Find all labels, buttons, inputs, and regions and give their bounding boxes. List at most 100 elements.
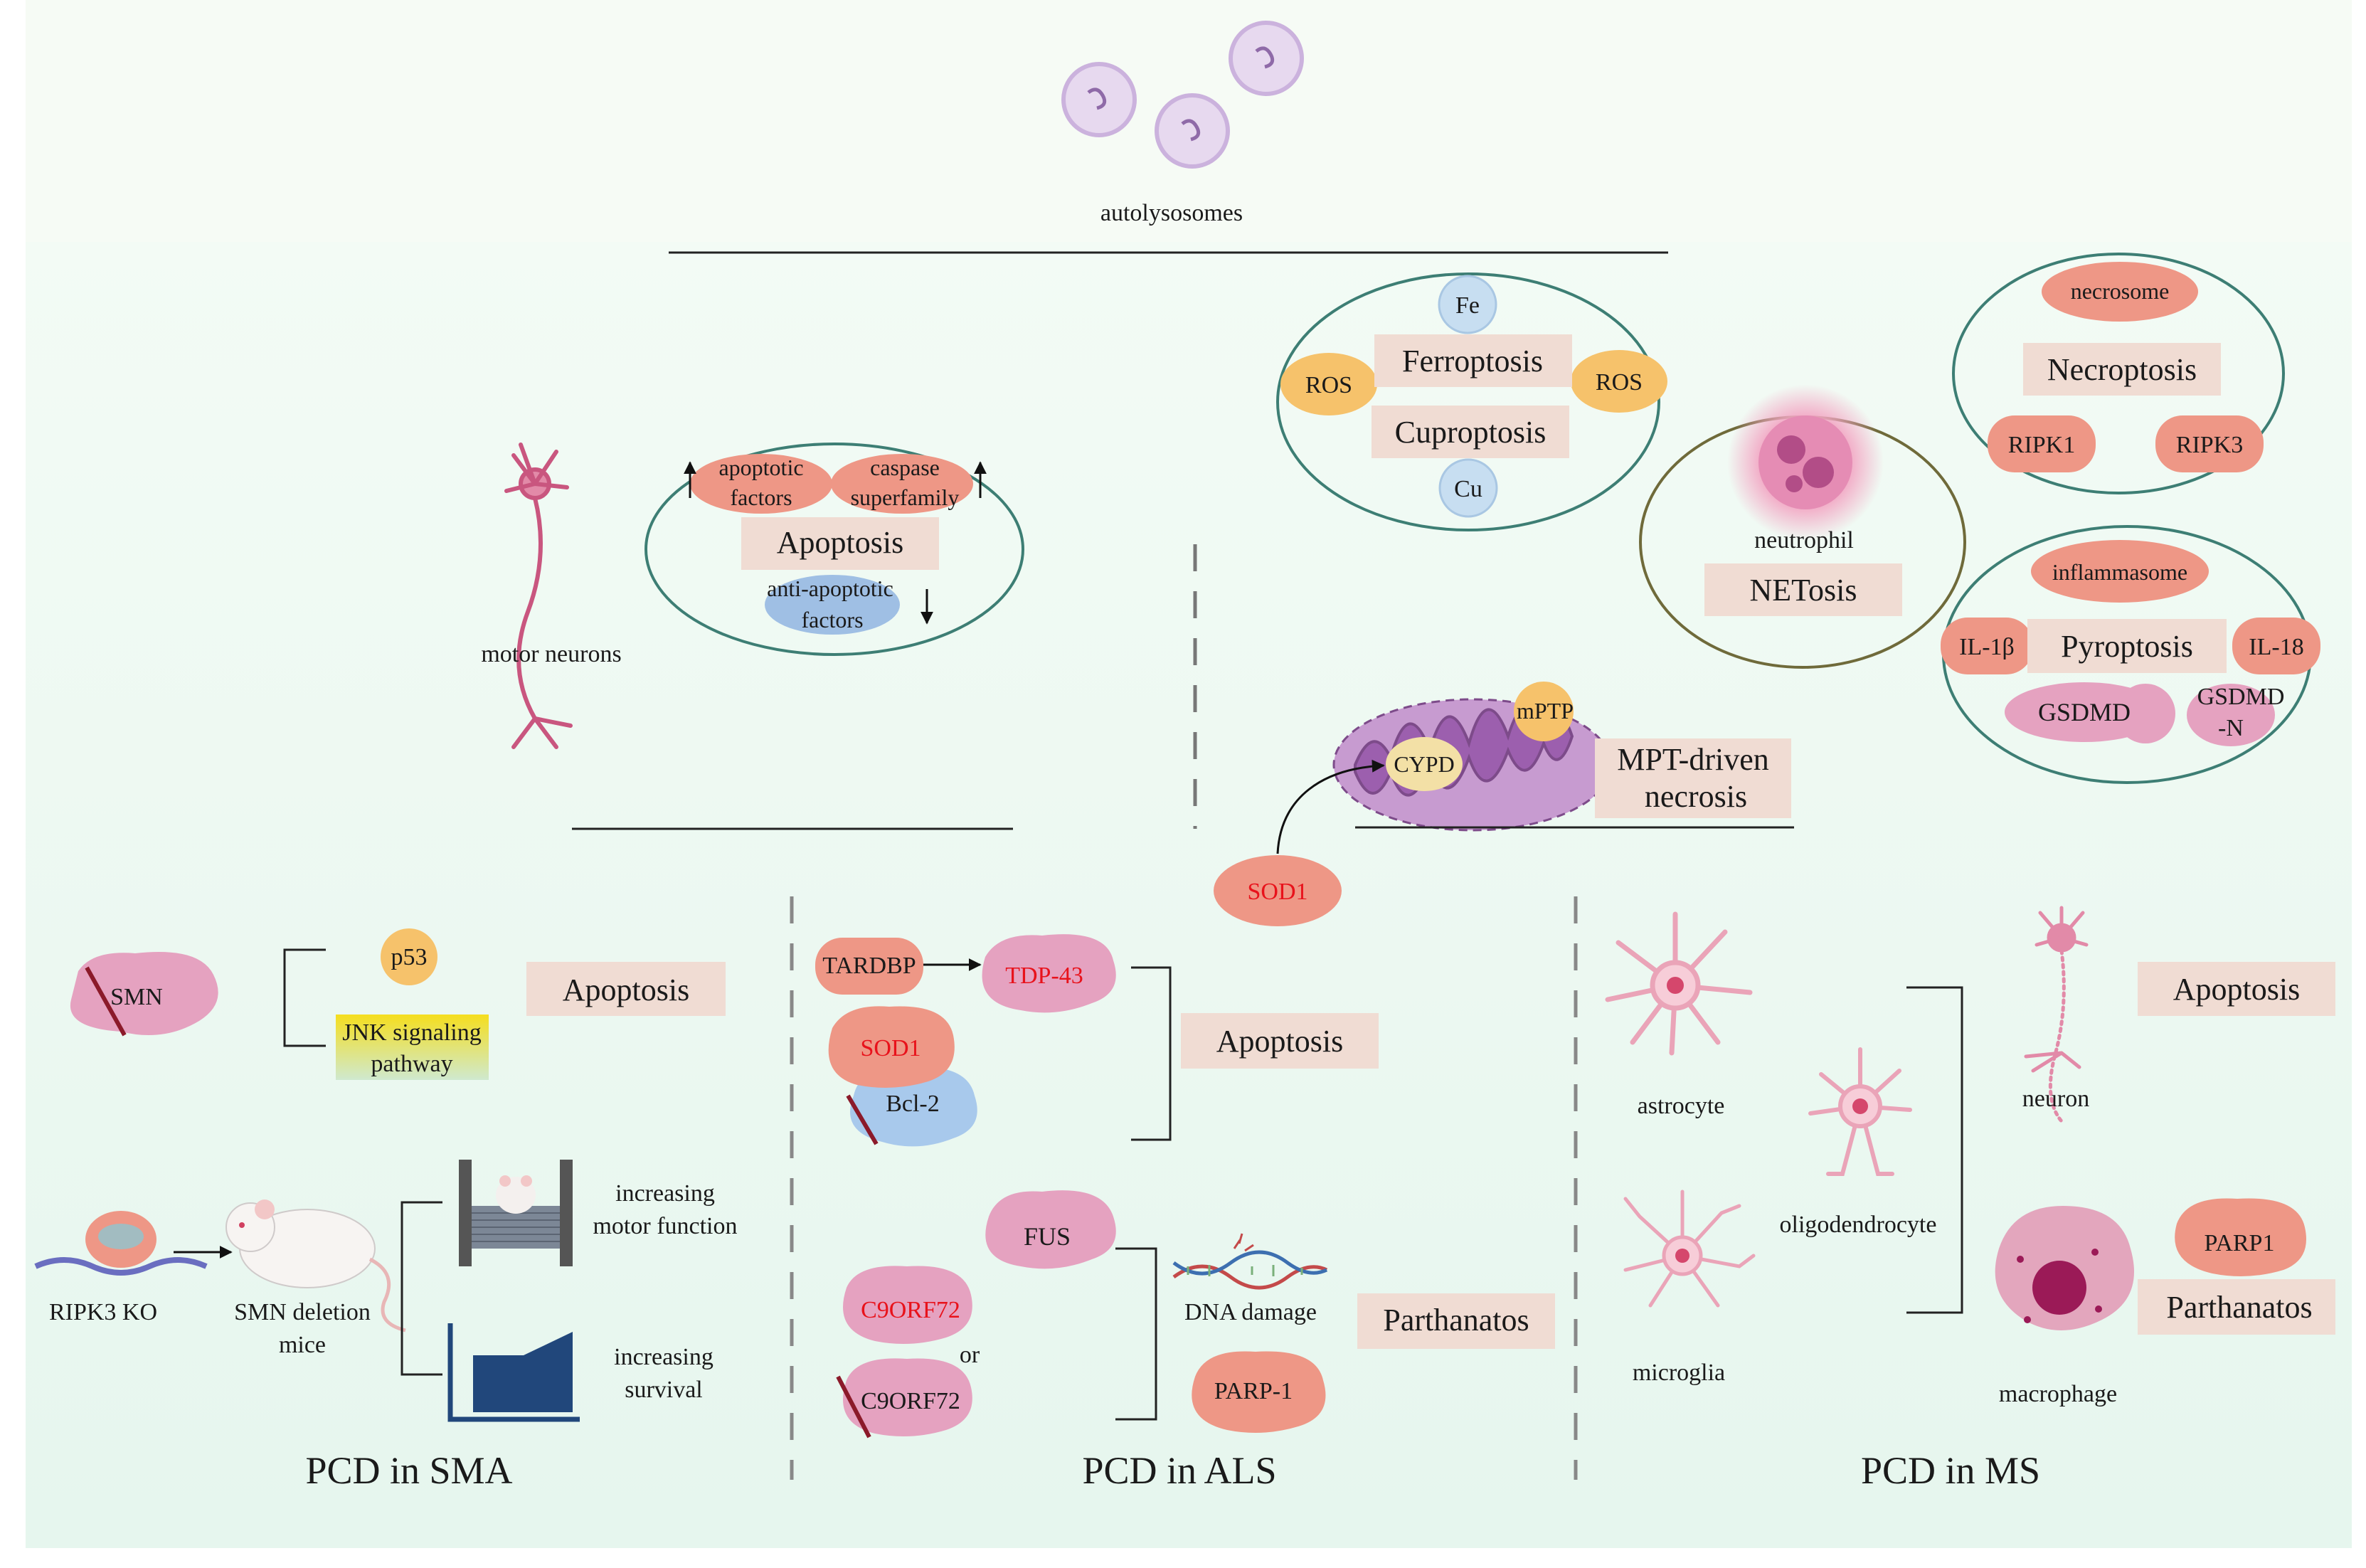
fe-bubble	[1438, 275, 1497, 334]
als-title: PCD in ALS	[1082, 1449, 1276, 1492]
ripk3-ko-icon	[34, 1211, 208, 1276]
c9orf72-b-protein-icon	[843, 1358, 972, 1436]
neuron-icon	[2024, 906, 2089, 1123]
inflammasome-bubble	[2031, 540, 2209, 603]
apoptosis-ellipse	[644, 443, 1024, 656]
survival-chart-icon	[447, 1323, 580, 1422]
smn-strike	[85, 966, 127, 1037]
astrocyte-icon	[1605, 911, 1753, 1056]
il1b-label: IL-1β	[1959, 634, 2015, 660]
dna-damage-icon	[1172, 1233, 1328, 1290]
or-label: or	[960, 1342, 980, 1368]
mptp-bubble	[1514, 682, 1574, 741]
gsdmd-label: GSDMD	[2038, 698, 2131, 726]
necroptosis-ellipse	[1952, 253, 2285, 494]
ripk3-ko-label: RIPK3 KO	[49, 1299, 157, 1325]
apoptosis-label: Apoptosis	[777, 525, 903, 560]
tardbp-bubble	[815, 938, 923, 995]
ripk3-bubble	[2155, 415, 2264, 472]
bcl2-strike	[846, 1094, 879, 1145]
sma-bracket-2	[400, 1201, 442, 1376]
parp1-als-label: PARP-1	[1214, 1378, 1293, 1404]
sod1-als-label: SOD1	[860, 1035, 921, 1061]
sod1-to-cypd-arrow	[1276, 759, 1385, 854]
il18-bubble	[2232, 618, 2320, 674]
als-apoptosis-label: Apoptosis	[1216, 1024, 1343, 1059]
smn-label: SMN	[110, 984, 163, 1010]
fe-label: Fe	[1455, 292, 1480, 319]
c9orf72-strike	[836, 1375, 871, 1439]
ms-apoptosis-label: Apoptosis	[2173, 972, 2300, 1007]
microglia-label: microglia	[1633, 1360, 1725, 1386]
p53-label: p53	[391, 944, 428, 970]
als-bracket-2	[1115, 1247, 1157, 1421]
sma-apoptosis-box	[526, 962, 726, 1016]
inflammasome-label: inflammasome	[2052, 559, 2187, 585]
sma-title: PCD in SMA	[305, 1449, 512, 1492]
parp1-als-protein-icon	[1192, 1351, 1326, 1433]
apoptotic-factors-bubble	[690, 454, 832, 514]
als-parthanatos-label: Parthanatos	[1383, 1303, 1529, 1337]
necrosome-bubble	[2042, 262, 2198, 322]
bcl2-label: Bcl-2	[886, 1091, 940, 1117]
tdp43-label: TDP-43	[1005, 963, 1083, 989]
neutrophil-core-icon	[1758, 415, 1852, 509]
parp1-ms-label: PARP1	[2205, 1230, 2275, 1256]
netosis-label: NETosis	[1750, 573, 1857, 608]
als-apoptosis-box	[1181, 1013, 1379, 1069]
c9orf72-b-label: C9ORF72	[861, 1388, 960, 1414]
sma-apoptosis-label: Apoptosis	[563, 973, 689, 1007]
parp1-ms-protein-icon	[2175, 1198, 2306, 1276]
necroptosis-label: Necroptosis	[2047, 352, 2197, 387]
cypd-bubble	[1386, 737, 1463, 791]
ros-left-bubble	[1280, 353, 1377, 415]
sma-bracket-1	[283, 948, 326, 1047]
cuproptosis-label: Cuproptosis	[1395, 415, 1547, 450]
necroptosis-box	[2023, 343, 2221, 396]
ferroptosis-label: Ferroptosis	[1402, 344, 1543, 378]
dna-damage-label: DNA damage	[1184, 1299, 1317, 1325]
pyroptosis-box	[2027, 619, 2227, 673]
als-bracket-1	[1131, 966, 1172, 1141]
mouse-icon	[226, 1199, 406, 1333]
fus-label: FUS	[1024, 1222, 1071, 1251]
astrocyte-label: astrocyte	[1638, 1093, 1725, 1119]
ms-parthanatos-label: Parthanatos	[2166, 1290, 2312, 1325]
ms-bracket	[1906, 986, 1963, 1314]
sod1-als-protein-icon	[828, 1006, 955, 1088]
cypd-label: CYPD	[1394, 751, 1454, 777]
autolysosomes-label: autolysosomes	[1100, 200, 1243, 226]
gsdmd-n-label: GSDMD-N	[2197, 684, 2285, 741]
mpt-necrosis-box	[1595, 738, 1791, 818]
necrosome-label: necrosome	[2071, 278, 2170, 304]
ros-right-label: ROS	[1596, 369, 1643, 396]
als-parthanatos-box	[1357, 1293, 1555, 1349]
smn-protein-icon	[70, 952, 218, 1035]
ripk1-label: RIPK1	[2008, 432, 2075, 458]
cuproptosis-box	[1372, 406, 1569, 458]
macrophage-icon	[1995, 1206, 2134, 1330]
main-background	[26, 242, 2352, 1548]
treadmill-icon	[459, 1160, 573, 1266]
ms-apoptosis-box	[2138, 962, 2335, 1016]
macrophage-label: macrophage	[1999, 1381, 2117, 1407]
fus-protein-icon	[985, 1190, 1116, 1269]
tardbp-label: TARDBP	[822, 953, 916, 979]
p53-bubble	[381, 928, 437, 985]
mptp-label: mPTP	[1517, 698, 1574, 724]
ripk3-label: RIPK3	[2176, 432, 2243, 458]
ferroptosis-box	[1374, 334, 1572, 387]
jnk-box	[336, 1015, 489, 1080]
ferroptosis-ellipse	[1276, 272, 1660, 531]
microglia-icon	[1623, 1190, 1756, 1308]
cu-label: Cu	[1454, 476, 1482, 502]
ripk1-bubble	[1988, 415, 2096, 472]
il18-label: IL-18	[2249, 634, 2303, 660]
